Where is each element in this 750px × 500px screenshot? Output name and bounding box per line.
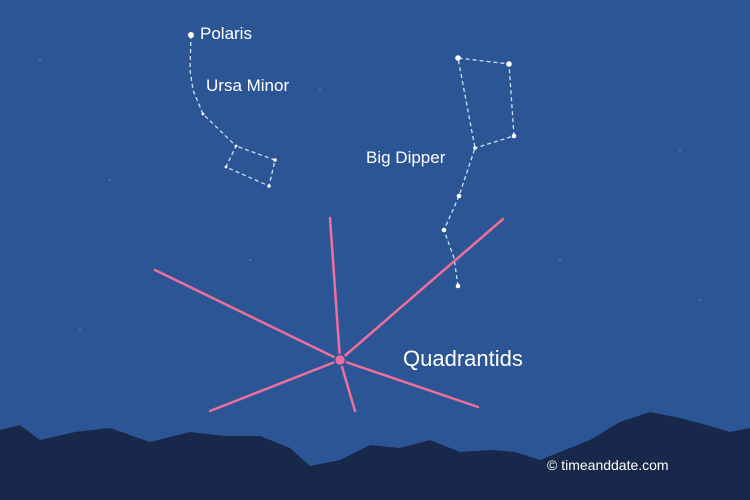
ursa-minor-star <box>201 112 205 116</box>
ursa-minor-star <box>273 158 277 162</box>
ursa-minor-star <box>234 144 238 148</box>
ursa-minor-constellation <box>188 32 277 188</box>
ursa-minor-star <box>267 184 271 188</box>
polaris-star <box>188 32 194 38</box>
meteor-trails <box>153 216 505 413</box>
big-dipper-star <box>511 133 517 139</box>
ursa-minor-star <box>224 165 228 169</box>
meteor-trail-up <box>328 216 342 362</box>
mountain-silhouette <box>0 412 750 500</box>
quadrantids-label: Quadrantids <box>403 346 523 371</box>
big-dipper-star <box>455 283 461 289</box>
polaris-label: Polaris <box>200 24 252 43</box>
meteor-trail-left-lower <box>208 358 342 413</box>
big-dipper-star <box>441 227 447 233</box>
meteor-trail-left-upper <box>153 268 342 362</box>
big-dipper-star <box>455 55 461 61</box>
big-dipper-star <box>456 193 462 199</box>
background-stars <box>39 39 701 331</box>
quadrantids-radiant <box>333 353 347 367</box>
copyright-credit: © timeanddate.com <box>547 457 669 473</box>
meteor-trail-right-upper <box>338 217 505 362</box>
big-dipper-constellation <box>441 55 517 289</box>
ursa-minor-label: Ursa Minor <box>206 76 290 95</box>
meteor-trail-down <box>338 358 357 413</box>
big-dipper-star <box>506 61 512 67</box>
big-dipper-star <box>473 146 477 150</box>
meteor-trail-right-lower <box>338 358 480 409</box>
big-dipper-label: Big Dipper <box>366 148 446 167</box>
